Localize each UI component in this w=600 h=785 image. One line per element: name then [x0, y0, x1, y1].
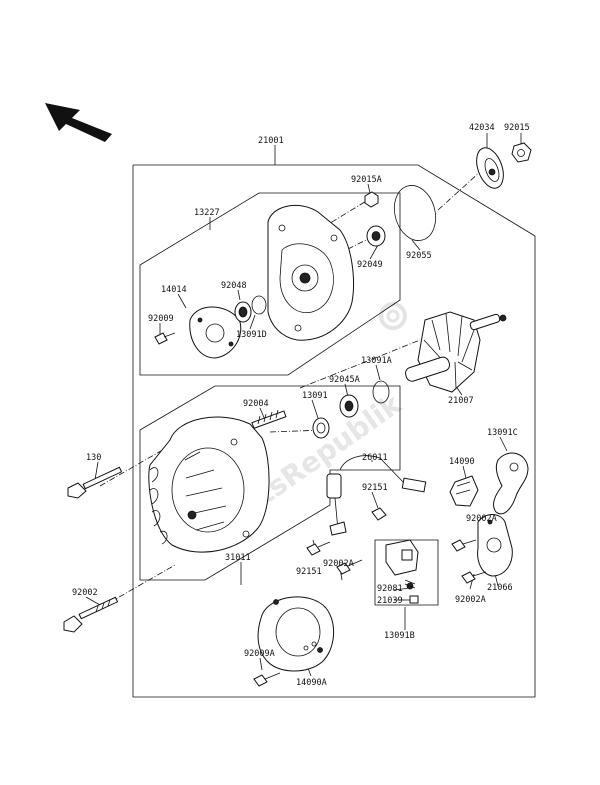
screw-92151a-part	[371, 507, 387, 521]
label-92055: 92055	[406, 251, 432, 261]
ring-13091a-part	[372, 380, 390, 404]
screw-92002a-middle-part	[336, 559, 363, 575]
ring-13091d-part	[251, 295, 267, 315]
label-92009: 92009	[148, 314, 174, 324]
bearing-92045a-part	[339, 394, 359, 418]
part-labels: 21001 42034 92015 92015A 13227 92055 920…	[72, 123, 530, 688]
label-92081: 92081	[377, 584, 403, 594]
brush-holder-part	[385, 539, 419, 604]
front-cover-group-outline	[139, 385, 401, 581]
label-42034: 42034	[469, 123, 495, 133]
bolt-130-part	[67, 466, 123, 499]
o-ring-part	[393, 185, 437, 241]
label-13091a: 13091A	[361, 356, 392, 366]
stud-bolt-part	[251, 409, 287, 429]
label-92045a: 92045A	[329, 375, 360, 385]
label-13091c: 13091C	[487, 428, 518, 438]
regulator-part	[477, 514, 513, 577]
pulley-part	[476, 147, 504, 189]
rear-housing-part	[267, 204, 354, 341]
label-92002a-right-top: 92002A	[466, 514, 497, 524]
label-21066: 21066	[487, 583, 513, 593]
label-92002a-right-bottom: 92002A	[455, 595, 486, 605]
rear-cover-group-outline	[139, 192, 401, 376]
label-92015: 92015	[504, 123, 530, 133]
retainer-plate-part	[189, 306, 242, 359]
label-13091b: 13091B	[384, 631, 415, 641]
label-130: 130	[86, 453, 101, 463]
label-21001: 21001	[258, 136, 284, 146]
label-92048: 92048	[221, 281, 247, 291]
label-21007: 21007	[448, 396, 474, 406]
small-nut-part	[364, 191, 379, 208]
bolt-92002-part	[63, 596, 119, 633]
label-14090: 14090	[449, 457, 475, 467]
bracket-13091c-part	[493, 452, 529, 515]
nut-part	[511, 142, 532, 163]
screw-92009-part	[154, 332, 176, 345]
label-92015a: 92015A	[351, 175, 382, 185]
assembly-outline	[132, 164, 536, 698]
label-14090a: 14090A	[296, 678, 327, 688]
label-31011: 31011	[225, 553, 251, 563]
front-direction-arrow	[45, 103, 112, 142]
rotor-part	[405, 311, 507, 393]
label-21039: 21039	[377, 596, 403, 606]
lead-wire-part	[326, 455, 427, 536]
seal-13091-part	[312, 417, 330, 439]
label-92151-top: 92151	[362, 483, 388, 493]
label-13227: 13227	[194, 208, 220, 218]
brush-holder-outline	[374, 539, 439, 606]
label-92002: 92002	[72, 588, 98, 598]
end-cover-part	[257, 596, 334, 672]
label-92009a: 92009A	[244, 649, 275, 659]
screw-92151b-part	[306, 541, 331, 556]
label-13091d: 13091D	[236, 330, 267, 340]
screw-92002a-right-top-part	[451, 539, 477, 552]
label-92049: 92049	[357, 260, 383, 270]
label-92151-bottom: 92151	[296, 567, 322, 577]
label-14014: 14014	[161, 285, 187, 295]
front-housing-part	[148, 416, 270, 553]
bearing-92048-part	[234, 301, 252, 323]
label-92004: 92004	[243, 399, 269, 409]
label-13091: 13091	[302, 391, 328, 401]
cap-14090-part	[449, 475, 479, 507]
watermark-gear-icon	[379, 302, 407, 330]
screw-92009a-part	[253, 672, 281, 687]
label-26011: 26011	[362, 453, 388, 463]
label-92002a-middle: 92002A	[323, 559, 354, 569]
bearing-92049-part	[366, 225, 386, 247]
screw-92002a-right-bottom-part	[461, 571, 487, 584]
